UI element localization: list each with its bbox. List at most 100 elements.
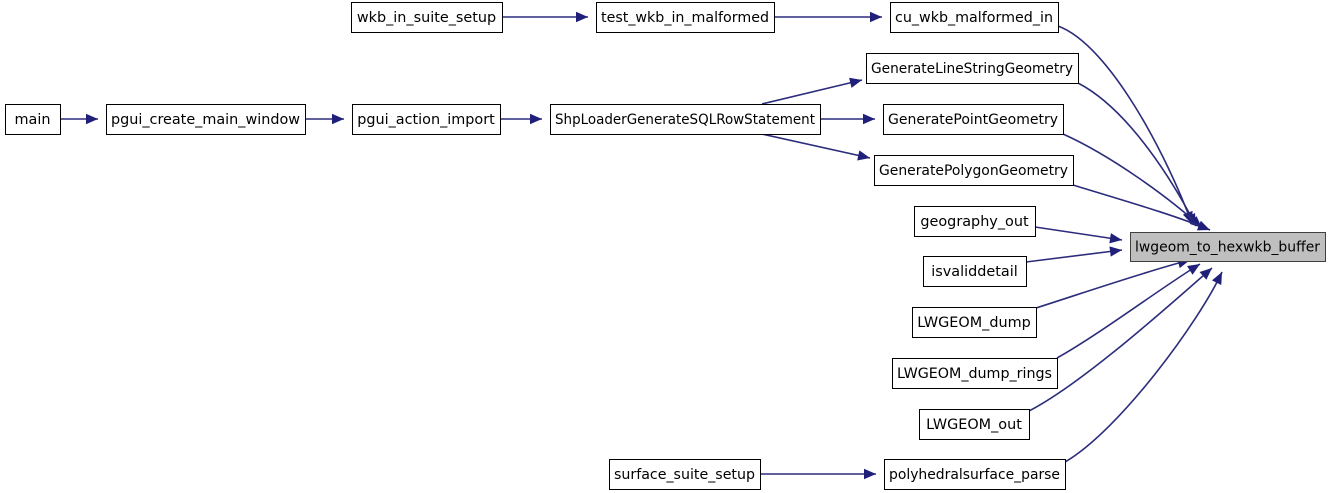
graph-node-pgui_create_main_window[interactable]: pgui_create_main_window <box>106 104 306 135</box>
graph-node-pgui_action_import[interactable]: pgui_action_import <box>352 104 501 135</box>
call-edge <box>1028 267 1213 412</box>
node-box[interactable] <box>892 358 1058 389</box>
node-box[interactable] <box>923 256 1027 287</box>
graph-node-isvaliddetail[interactable]: isvaliddetail <box>923 256 1027 287</box>
call-edge <box>774 11 882 23</box>
node-label: cu_wkb_malformed_in <box>895 10 1053 26</box>
edge-line <box>1057 25 1193 225</box>
call-edge <box>1034 226 1123 244</box>
call-edge <box>1072 184 1211 231</box>
node-box[interactable] <box>106 104 306 135</box>
arrow-head-icon <box>1109 233 1122 244</box>
edge-line <box>1035 259 1191 309</box>
node-label: lwgeom_to_hexwkb_buffer <box>1135 240 1320 256</box>
graph-node-cu_wkb_malformed_in[interactable]: cu_wkb_malformed_in <box>890 2 1059 33</box>
edge-line <box>1062 133 1203 229</box>
node-label: main <box>15 112 51 128</box>
arrow-head-icon <box>530 113 542 125</box>
graph-node-main[interactable]: main <box>5 104 61 135</box>
graph-node-ShpLoaderGenerateSQLRowStatement[interactable]: ShpLoaderGenerateSQLRowStatement <box>550 104 821 135</box>
arrow-head-icon <box>1109 246 1122 257</box>
edge-line <box>1056 263 1201 359</box>
node-box[interactable] <box>550 104 821 135</box>
arrow-head-icon <box>1187 264 1200 275</box>
arrow-head-icon <box>86 113 98 125</box>
arrow-head-icon <box>849 77 862 88</box>
call-edge <box>1056 263 1201 359</box>
node-box[interactable] <box>866 53 1079 84</box>
edge-line <box>1064 271 1223 463</box>
edge-layer <box>60 11 1223 480</box>
call-edge <box>1077 82 1197 227</box>
node-label: ShpLoaderGenerateSQLRowStatement <box>555 112 815 128</box>
arrow-head-icon <box>1199 268 1212 280</box>
node-box[interactable] <box>874 155 1074 186</box>
node-box[interactable] <box>883 104 1064 135</box>
node-box[interactable] <box>352 104 501 135</box>
graph-node-GeneratePointGeometry[interactable]: GeneratePointGeometry <box>883 104 1064 135</box>
edge-line <box>1077 82 1197 227</box>
arrow-head-icon <box>576 11 588 23</box>
edge-line <box>1028 267 1213 412</box>
node-box[interactable] <box>919 409 1030 440</box>
node-label: LWGEOM_dump_rings <box>897 366 1052 382</box>
graph-node-polyhedralsurface_parse[interactable]: polyhedralsurface_parse <box>884 459 1066 490</box>
node-label: pgui_create_main_window <box>111 112 300 128</box>
arrow-head-icon <box>870 11 882 23</box>
node-label: geography_out <box>920 214 1029 230</box>
edge-line <box>761 79 863 105</box>
edge-line <box>1034 226 1123 241</box>
graph-node-wkb_in_suite_setup[interactable]: wkb_in_suite_setup <box>351 2 503 33</box>
graph-node-surface_suite_setup[interactable]: surface_suite_setup <box>609 459 761 490</box>
call-edge <box>1062 133 1203 229</box>
graph-node-GeneratePolygonGeometry[interactable]: GeneratePolygonGeometry <box>874 155 1074 186</box>
call-edge <box>1035 258 1191 309</box>
arrow-head-icon <box>864 468 876 480</box>
edge-line <box>1072 184 1211 231</box>
node-label: GeneratePointGeometry <box>888 112 1058 128</box>
node-label: LWGEOM_dump <box>917 315 1031 331</box>
call-edge <box>500 113 542 125</box>
call-edge <box>1064 271 1223 463</box>
graph-node-LWGEOM_dump_rings[interactable]: LWGEOM_dump_rings <box>892 358 1058 389</box>
call-edge <box>305 113 344 125</box>
call-edge <box>60 113 98 125</box>
arrow-head-icon <box>332 113 344 125</box>
node-box[interactable] <box>884 459 1066 490</box>
call-edge <box>761 133 871 161</box>
call-edge <box>820 113 875 125</box>
arrow-head-icon <box>863 113 875 125</box>
node-box[interactable] <box>596 2 775 33</box>
node-box[interactable] <box>5 104 61 135</box>
node-label: GenerateLineStringGeometry <box>871 61 1073 77</box>
graph-node-lwgeom_to_hexwkb_buffer[interactable]: lwgeom_to_hexwkb_buffer <box>1130 232 1326 262</box>
arrow-head-icon <box>857 150 870 161</box>
edge-line <box>761 133 871 159</box>
graph-node-LWGEOM_dump[interactable]: LWGEOM_dump <box>912 307 1037 338</box>
node-label: isvaliddetail <box>931 264 1017 280</box>
graph-node-test_wkb_in_malformed[interactable]: test_wkb_in_malformed <box>596 2 775 33</box>
call-edge <box>1025 246 1123 263</box>
node-box[interactable] <box>351 2 503 33</box>
arrow-head-icon <box>1211 272 1222 286</box>
call-edge <box>760 468 876 480</box>
node-box[interactable] <box>609 459 761 490</box>
graph-node-LWGEOM_out[interactable]: LWGEOM_out <box>919 409 1030 440</box>
node-label: LWGEOM_out <box>926 417 1022 433</box>
node-label: surface_suite_setup <box>614 467 755 483</box>
node-box[interactable] <box>890 2 1059 33</box>
node-box[interactable] <box>914 206 1036 237</box>
node-layer: wkb_in_suite_setup test_wkb_in_malformed c… <box>5 2 1326 490</box>
call-edge <box>761 77 863 105</box>
node-label: polyhedralsurface_parse <box>889 467 1060 483</box>
node-box[interactable] <box>912 307 1037 338</box>
graph-node-GenerateLineStringGeometry[interactable]: GenerateLineStringGeometry <box>866 53 1079 84</box>
call-edge <box>502 11 588 23</box>
arrow-head-icon <box>1196 220 1210 231</box>
node-label: GeneratePolygonGeometry <box>879 163 1068 179</box>
node-label: wkb_in_suite_setup <box>357 10 496 26</box>
graph-node-geography_out[interactable]: geography_out <box>914 206 1036 237</box>
node-box[interactable] <box>1130 232 1326 262</box>
node-label: test_wkb_in_malformed <box>601 10 769 26</box>
